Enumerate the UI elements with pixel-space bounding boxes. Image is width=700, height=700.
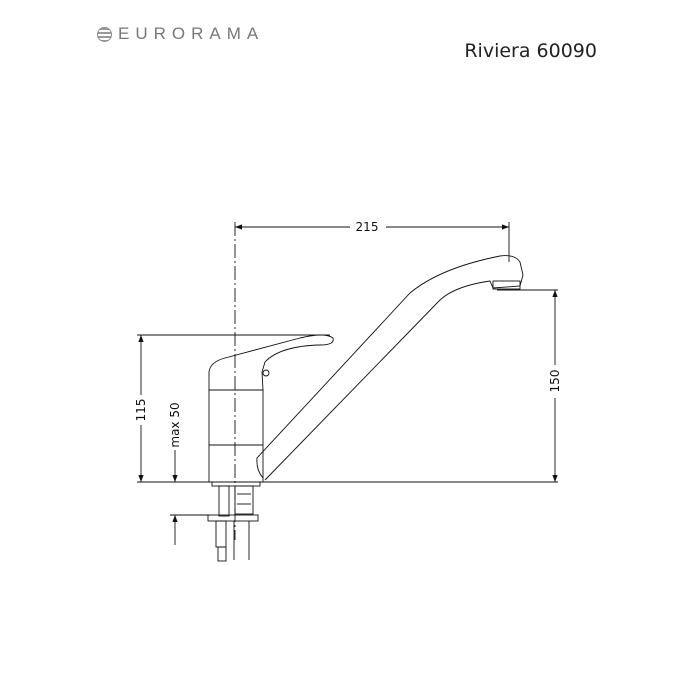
product-title: Riviera 60090 bbox=[464, 40, 597, 62]
faucet-body bbox=[208, 334, 334, 483]
logo-icon bbox=[97, 26, 112, 42]
width-dimension: 215 bbox=[356, 220, 379, 234]
brand-logo: EURORAMA bbox=[97, 24, 264, 44]
max-mount-dimension: max 50 bbox=[168, 402, 182, 447]
faucet-spout bbox=[256, 255, 524, 481]
brand-name: EURORAMA bbox=[118, 24, 265, 43]
total-height-dimension: 115 bbox=[134, 399, 148, 422]
spout-height-dimension: 150 bbox=[548, 370, 562, 393]
mounting-parts bbox=[207, 481, 261, 562]
